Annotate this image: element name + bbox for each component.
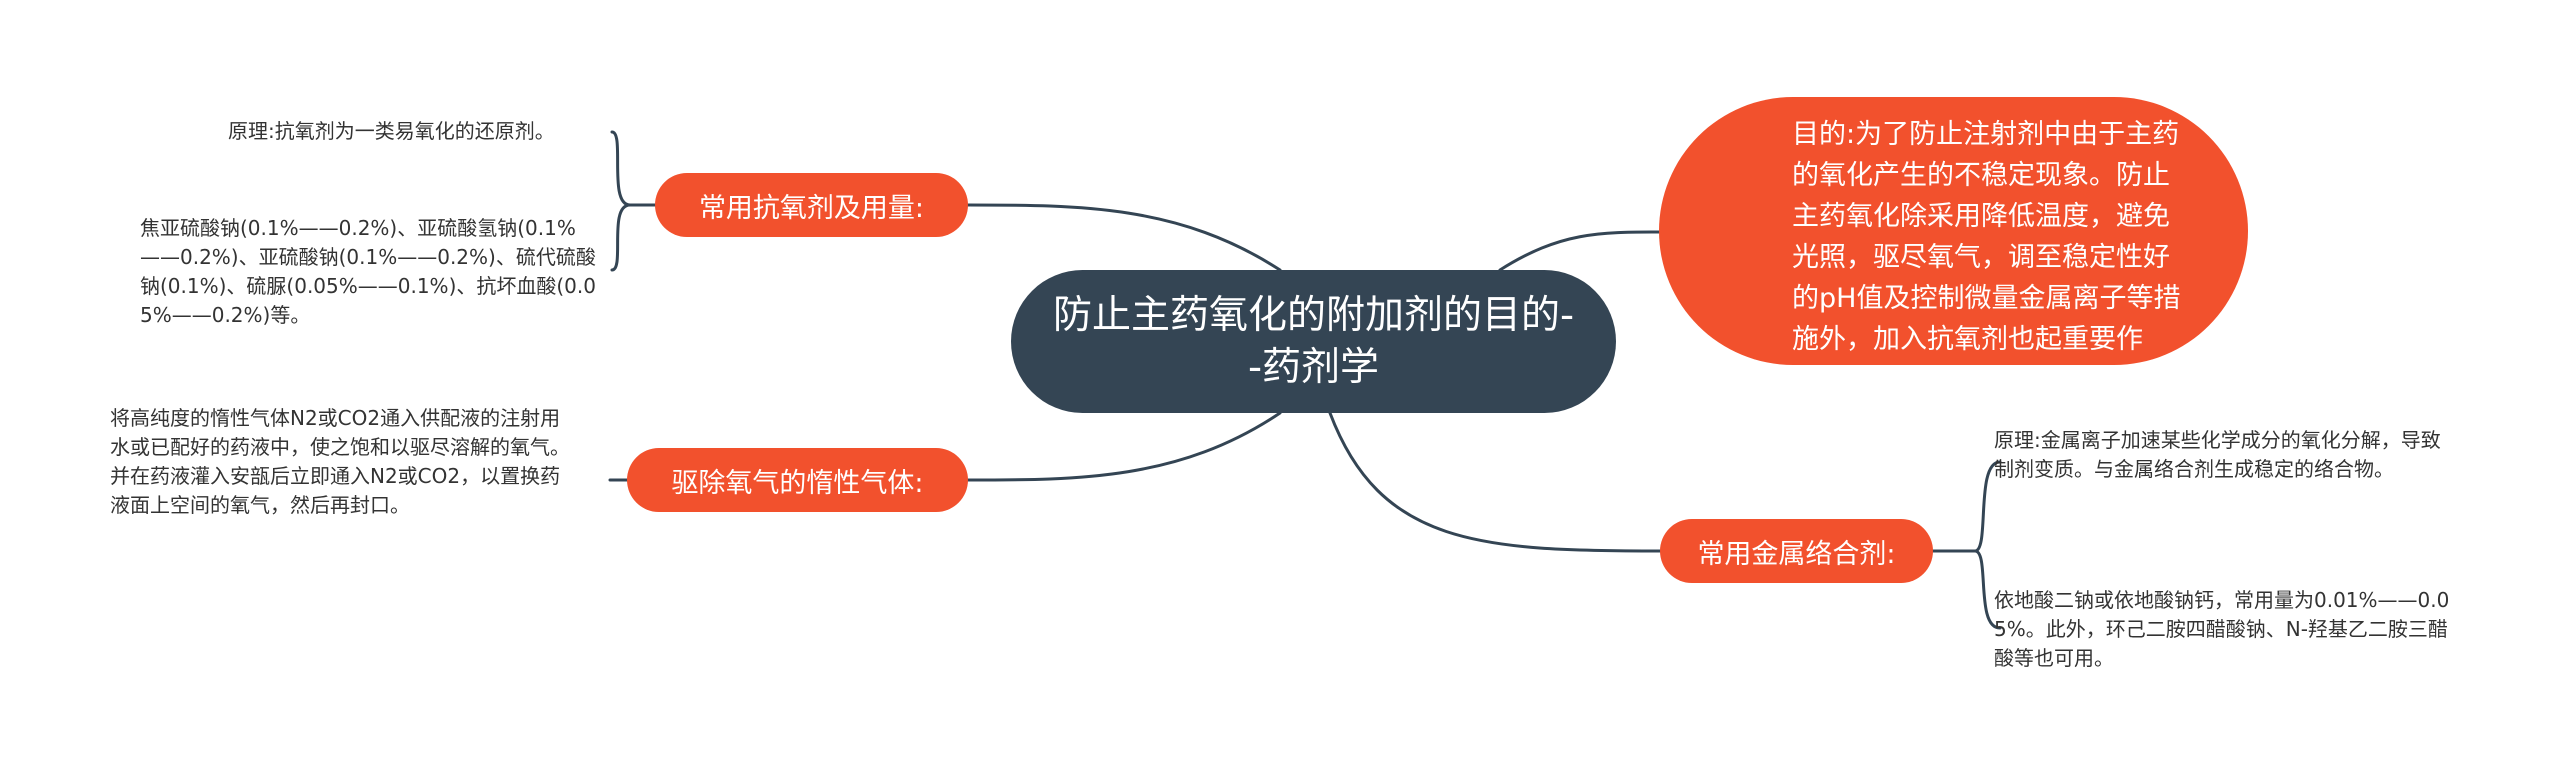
branch-chelators[interactable]: 常用金属络合剂:	[1660, 519, 1933, 583]
connector-root-chelators	[1328, 411, 1662, 553]
connector-root-purpose	[1498, 230, 1661, 272]
root-title: 防止主药氧化的附加剂的目的--药剂学	[1052, 292, 1575, 390]
branch-chelators-label: 常用金属络合剂:	[1697, 538, 1896, 570]
connector-root-inert-gas	[966, 411, 1282, 482]
branch-antioxidants-label: 常用抗氧剂及用量:	[698, 192, 925, 224]
leaf-inert-gas-method: 将高纯度的惰性气体N2或CO2通入供配液的注射用水或已配好的药液中，使之饱和以驱…	[110, 406, 570, 517]
root-node[interactable]: 防止主药氧化的附加剂的目的--药剂学	[1011, 270, 1616, 413]
branch-purpose[interactable]: 目的:为了防止注射剂中由于主药的氧化产生的不稳定现象。防止主药氧化除采用降低温度…	[1659, 97, 2248, 396]
connector-antioxidants-bracket	[610, 130, 657, 272]
branch-antioxidants[interactable]: 常用抗氧剂及用量:	[655, 173, 968, 237]
leaf-chelators-principle: 原理:金属离子加速某些化学成分的氧化分解，导致制剂变质。与金属络合剂生成稳定的络…	[1994, 428, 2441, 481]
connector-root-antioxidants	[966, 203, 1282, 272]
leaf-chelators-agents: 依地酸二钠或依地酸钠钙，常用量为0.01%——0.05%。此外，环己二胺四醋酸钠…	[1994, 588, 2450, 670]
purpose-text: 目的:为了防止注射剂中由于主药的氧化产生的不稳定现象。防止主药氧化除采用降低温度…	[1792, 119, 2181, 396]
branch-inert-gas[interactable]: 驱除氧气的惰性气体:	[627, 448, 968, 512]
leaf-antioxidants-principle: 原理:抗氧剂为一类易氧化的还原剂。	[228, 119, 555, 143]
connector-chelators-bracket	[1931, 460, 2002, 630]
branch-inert-gas-label: 驱除氧气的惰性气体:	[671, 467, 924, 499]
leaf-antioxidants-list: 焦亚硫酸钠(0.1%——0.2%)、亚硫酸氢钠(0.1%——0.2%)、亚硫酸钠…	[140, 216, 596, 327]
